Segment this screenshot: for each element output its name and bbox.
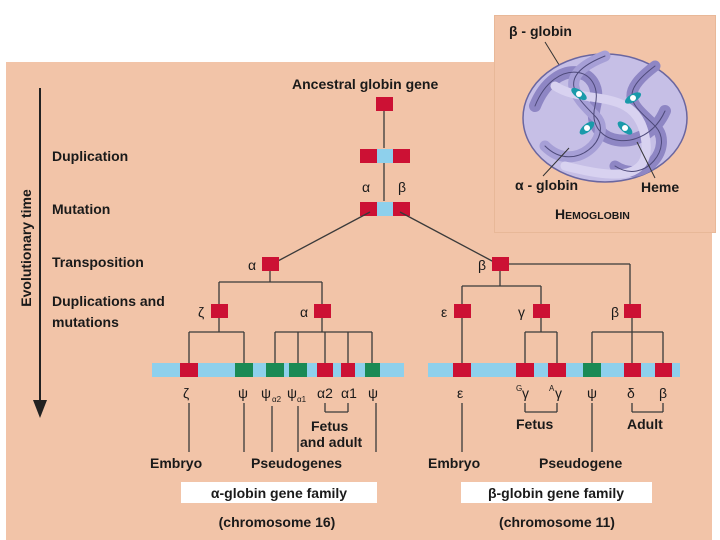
dup-alpha-gene [314,304,331,318]
beta-cluster-connectors [461,318,664,363]
transposition-beta-symbol: β [478,257,486,273]
time-axis-arrowhead [33,400,47,418]
transposition-beta-gene [492,257,509,271]
gene-a-gamma-symbol: γ [555,385,562,401]
alpha-cluster-connectors [188,318,373,363]
alpha-label-pointers [188,403,377,452]
gene-psi-a2-subscript: α2 [272,395,282,404]
gene-psi-a2-symbol: ψ [261,385,271,401]
inset-beta-pointer [544,41,562,69]
beta-adult-label: Adult [627,416,663,432]
gene-a-gamma-superscript: A [549,384,555,393]
alpha-fetus-adult-label-line1: Fetus [311,418,349,434]
dup-alpha-symbol: α [300,304,308,320]
inset-beta-globin-label: β - globin [509,23,572,39]
gene-g-gamma-symbol: γ [522,385,529,401]
inset-heme-label: Heme [641,179,679,195]
stage-dup-mut-label-line1: Duplications and [52,293,165,309]
gene-psi-beta-symbol: ψ [587,385,597,401]
dup-zeta-gene [211,304,228,318]
dup-beta-gene [624,304,641,318]
mutation-beta-symbol: β [398,179,406,195]
beta-chromosome-bar [428,363,680,377]
gene-zeta-symbol: ζ [183,385,189,401]
gene-epsilon-symbol: ε [457,385,463,401]
hemoglobin-inset: β - globin α - globin Heme HEMOGLOBIN [494,15,716,233]
heme-groups [571,87,642,135]
dup-zeta-symbol: ζ [198,304,204,320]
beta-family-label: β-globin gene family [488,485,624,501]
beta-label-pointers [461,403,664,452]
gene-psi-a1-subscript: α1 [297,395,307,404]
alpha-pseudogenes-label: Pseudogenes [251,455,342,471]
stage-ancestral-label: Ancestral globin gene [292,76,438,92]
gene-psi-a1-symbol: ψ [287,385,297,401]
dup-epsilon-gene [454,304,471,318]
alpha-fetus-adult-label-line2: and adult [300,434,363,450]
ancestral-gene [376,97,393,111]
inset-hemoglobin-title: HEMOGLOBIN [555,206,630,222]
duplicated-gene-pair [360,149,410,163]
beta-branch-connectors [461,263,631,304]
stage-mutation-label: Mutation [52,201,110,217]
alpha-chromosome-bar [152,363,404,377]
gene-g-gamma-superscript: G [516,384,522,393]
time-axis-label: Evolutionary time [18,189,34,307]
alpha-chromosome-label: (chromosome 16) [219,514,336,530]
stage-transposition-label: Transposition [52,254,144,270]
inset-alpha-pointer [542,147,570,177]
dup-epsilon-symbol: ε [441,304,447,320]
alpha-embryo-label: Embryo [150,455,202,471]
branch-to-beta [399,211,495,263]
gene-psi-zeta-symbol: ψ [238,385,248,401]
dup-beta-symbol: β [611,304,619,320]
beta-chromosome-label: (chromosome 11) [499,514,615,530]
gene-delta-symbol: δ [627,385,635,401]
gene-alpha2-symbol: α2 [317,385,333,401]
stage-dup-mut-label-line2: mutations [52,314,119,330]
alpha-branch-connectors [218,271,323,304]
alpha-family-label: α-globin gene family [211,485,347,501]
stage-duplication-label: Duplication [52,148,128,164]
beta-pseudogene-label: Pseudogene [539,455,622,471]
gene-alpha1-symbol: α1 [341,385,357,401]
gene-psi-theta-symbol: ψ [368,385,378,401]
dup-gamma-symbol: γ [518,304,525,320]
inset-alpha-globin-label: α - globin [515,177,578,193]
inset-heme-pointer [636,141,656,179]
transposition-alpha-gene [262,257,279,271]
branch-to-alpha [275,211,371,263]
beta-fetus-label: Fetus [516,416,554,432]
hemoglobin-illustration: β - globin α - globin Heme HEMOGLOBIN [509,23,688,222]
transposition-alpha-symbol: α [248,257,256,273]
mutated-gene-pair [360,202,410,216]
alpha-family-box [181,482,377,503]
mutation-alpha-symbol: α [362,179,370,195]
beta-family-box [461,482,652,503]
dup-gamma-gene [533,304,550,318]
hemoglobin-ribbon [522,50,688,183]
beta-embryo-label: Embryo [428,455,480,471]
gene-beta-symbol: β [659,385,667,401]
